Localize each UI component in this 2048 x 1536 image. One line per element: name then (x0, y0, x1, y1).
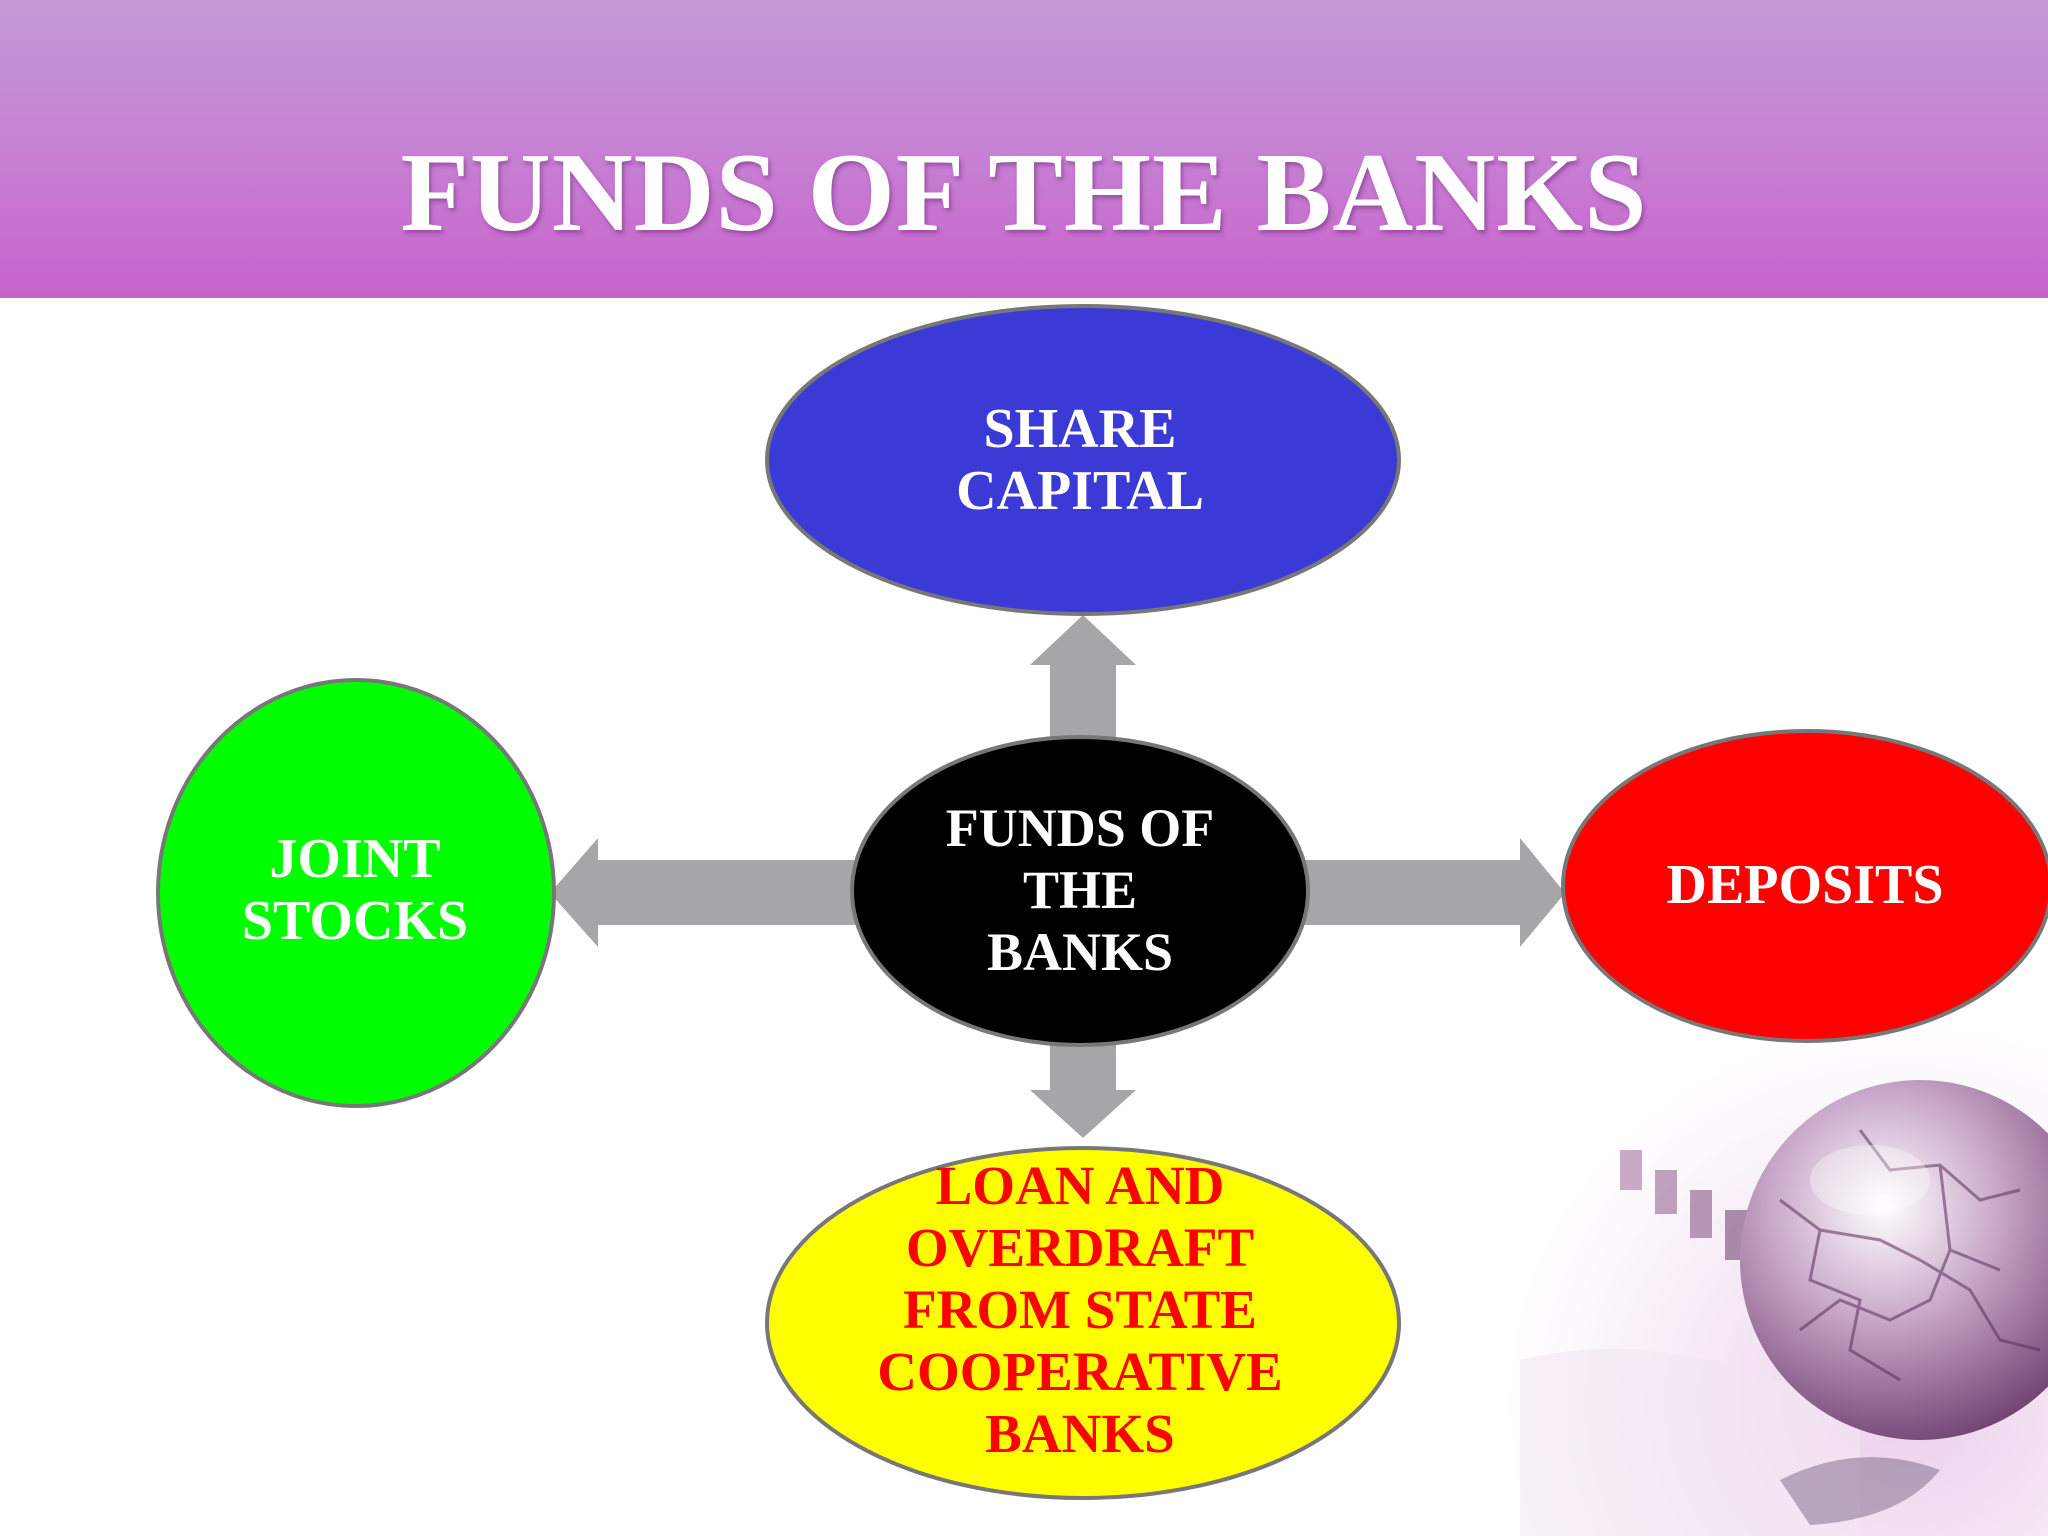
joint-stocks-line-1: JOINT (269, 828, 441, 890)
share-capital-label: SHARE CAPITAL (770, 360, 1390, 560)
arrow-right (1295, 838, 1565, 947)
title-banner (0, 0, 2048, 298)
deposits-label: DEPOSITS (1565, 830, 2045, 940)
arrow-up (1030, 615, 1136, 745)
center-line-3: BANKS (986, 922, 1174, 982)
arrow-left (550, 838, 870, 947)
share-capital-node (765, 304, 1401, 616)
loan-overdraft-node (765, 1146, 1401, 1500)
loan-line-3: FROM STATE (903, 1279, 1257, 1340)
loan-line-4: COOPERATIVE (877, 1341, 1283, 1402)
center-line-1: FUNDS OF (945, 798, 1215, 858)
loan-line-2: OVERDRAFT (905, 1217, 1255, 1278)
loan-line-1: LOAN AND (935, 1155, 1225, 1216)
loan-overdraft-label: LOAN AND OVERDRAFT FROM STATE COOPERATIV… (770, 1140, 1390, 1480)
loan-line-5: BANKS (985, 1403, 1175, 1464)
slide-title: FUNDS OF THE BANKS (400, 131, 1648, 255)
joint-stocks-node (156, 678, 556, 1108)
center-line-2: THE (1022, 860, 1138, 920)
share-capital-line-2: CAPITAL (956, 460, 1204, 522)
deposits-node (1561, 729, 2048, 1043)
center-label: FUNDS OF THE BANKS (860, 770, 1300, 1010)
share-capital-line-1: SHARE (983, 398, 1177, 460)
joint-stocks-label: JOINT STOCKS (160, 790, 550, 990)
joint-stocks-line-2: STOCKS (241, 890, 469, 952)
center-node (850, 735, 1310, 1047)
deposits-line-1: DEPOSITS (1666, 854, 1944, 916)
globe-chart-decoration (1480, 1000, 2048, 1536)
arrow-down (1030, 1030, 1136, 1138)
